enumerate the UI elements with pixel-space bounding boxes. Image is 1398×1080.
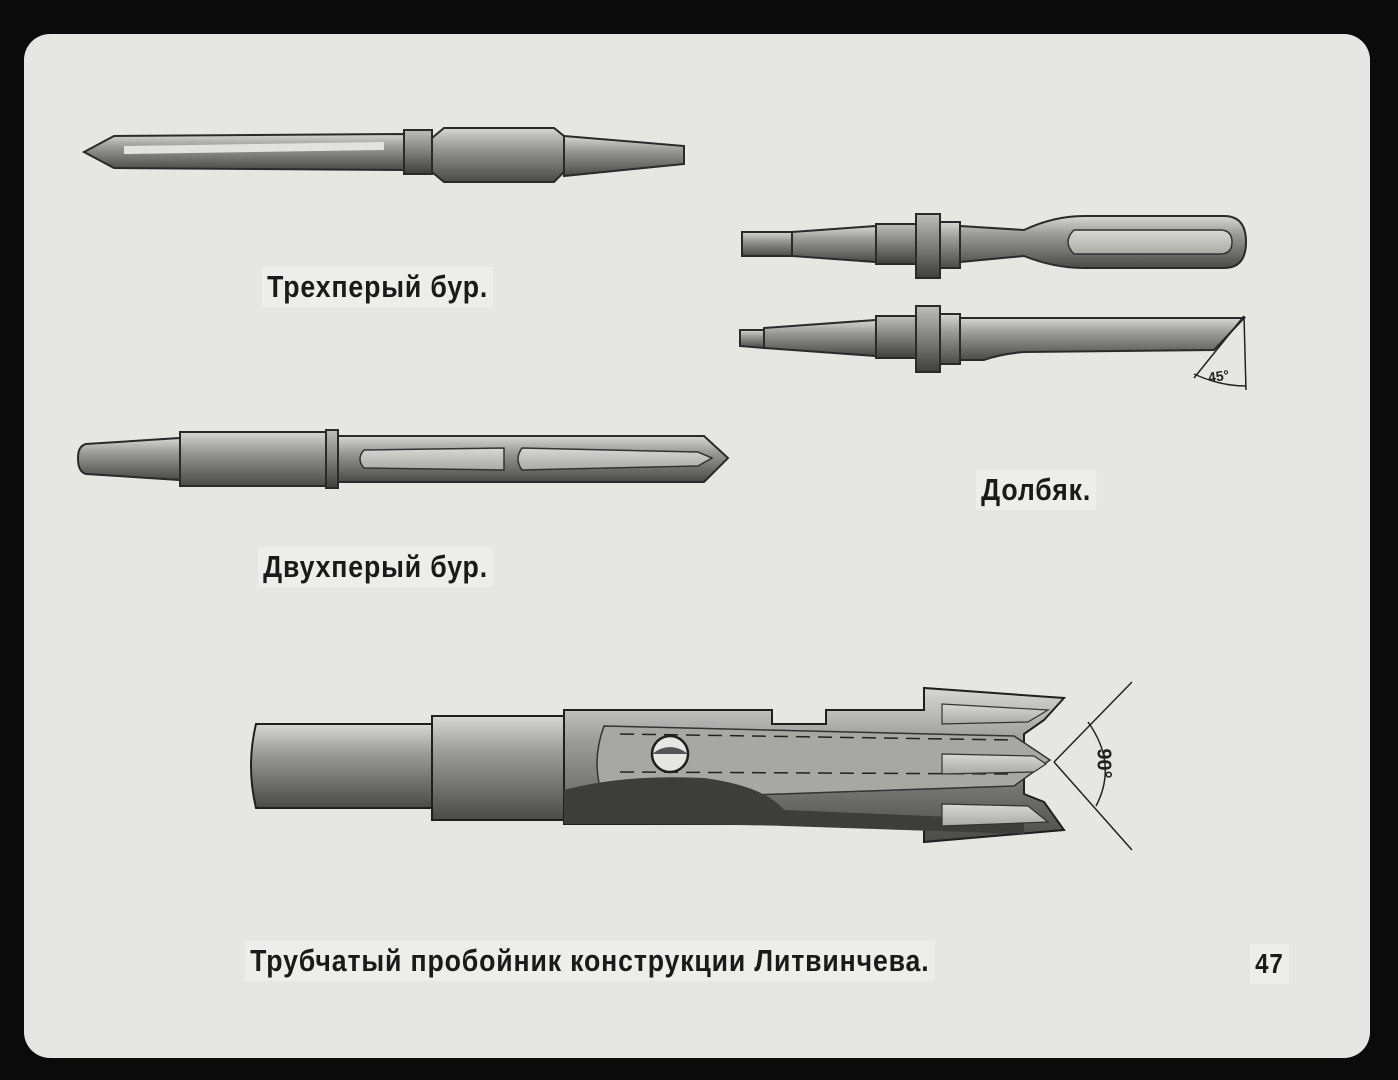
two-blade-drill (76, 429, 730, 489)
tubular-punch (250, 681, 1133, 851)
caption-two-blade-drill: Двухперый бур. (258, 547, 494, 587)
punch-angle-label: 90° (1092, 748, 1115, 779)
caption-three-blade-drill: Трехперый бур. (262, 267, 494, 307)
page-number: 47 (1250, 944, 1289, 984)
chisel-top (741, 213, 1248, 279)
three-blade-drill (81, 127, 685, 183)
caption-tubular-punch: Трубчатый пробойник конструкции Литвинче… (245, 941, 935, 981)
slide: Трехперый бур. Долбяк. Двухперый бур. Тр… (24, 34, 1370, 1058)
caption-chisel: Долбяк. (976, 470, 1097, 510)
tool-drawings (76, 127, 1248, 851)
chisel-bottom (739, 305, 1247, 391)
chisel-angle-label: 45° (1206, 366, 1231, 386)
